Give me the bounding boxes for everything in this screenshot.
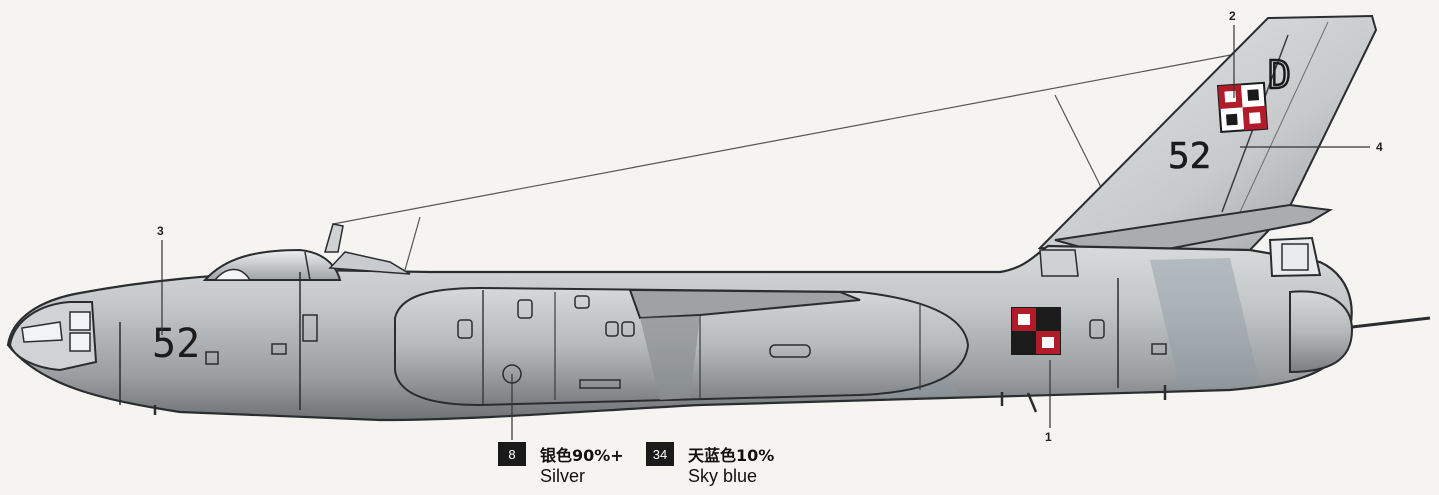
paint-code-chip: 8 bbox=[498, 442, 526, 466]
wing-fillet bbox=[640, 316, 700, 400]
canopy-front-pane bbox=[213, 268, 252, 281]
tail-turret bbox=[1289, 290, 1354, 374]
callout-3: 3 bbox=[157, 224, 164, 238]
fin-letter: D bbox=[1268, 53, 1291, 97]
wing bbox=[628, 288, 861, 320]
legend-silver: 8 银色90%+ Silver bbox=[498, 440, 658, 486]
tail-hump bbox=[1039, 249, 1079, 277]
sky-blue-patch-2 bbox=[1150, 258, 1260, 388]
navigator-canopy bbox=[328, 251, 411, 275]
callout-leaders bbox=[161, 25, 1370, 440]
callout-4: 4 bbox=[1376, 140, 1383, 154]
canopy-frame bbox=[304, 251, 311, 281]
fuselage-insignia bbox=[1011, 307, 1061, 355]
vertical-fin bbox=[1037, 14, 1378, 252]
fin-number: 52 bbox=[1168, 136, 1211, 177]
antenna-mast bbox=[324, 223, 344, 253]
paint-name-en: Silver bbox=[540, 466, 586, 486]
gear-stubs bbox=[153, 385, 1167, 415]
nose-window bbox=[21, 321, 63, 343]
nose-window bbox=[69, 311, 91, 331]
paint-name-en: Sky blue bbox=[688, 466, 758, 486]
fin-insignia bbox=[1216, 81, 1269, 133]
rear-window bbox=[1281, 243, 1309, 271]
nose-window bbox=[69, 332, 91, 352]
paint-code-chip: 34 bbox=[646, 442, 674, 466]
legend-sky-blue: 34 天蓝色10% Sky blue bbox=[646, 440, 816, 486]
paint-name-cn: 银色90%+ bbox=[540, 446, 624, 465]
fin-panel-line bbox=[1239, 21, 1329, 213]
fuselage-number: 52 bbox=[152, 321, 200, 367]
tail-gun bbox=[1351, 316, 1431, 329]
paint-name-cn: 天蓝色10% bbox=[688, 446, 775, 465]
callout-2: 2 bbox=[1229, 9, 1236, 23]
callout-1: 1 bbox=[1045, 430, 1052, 444]
